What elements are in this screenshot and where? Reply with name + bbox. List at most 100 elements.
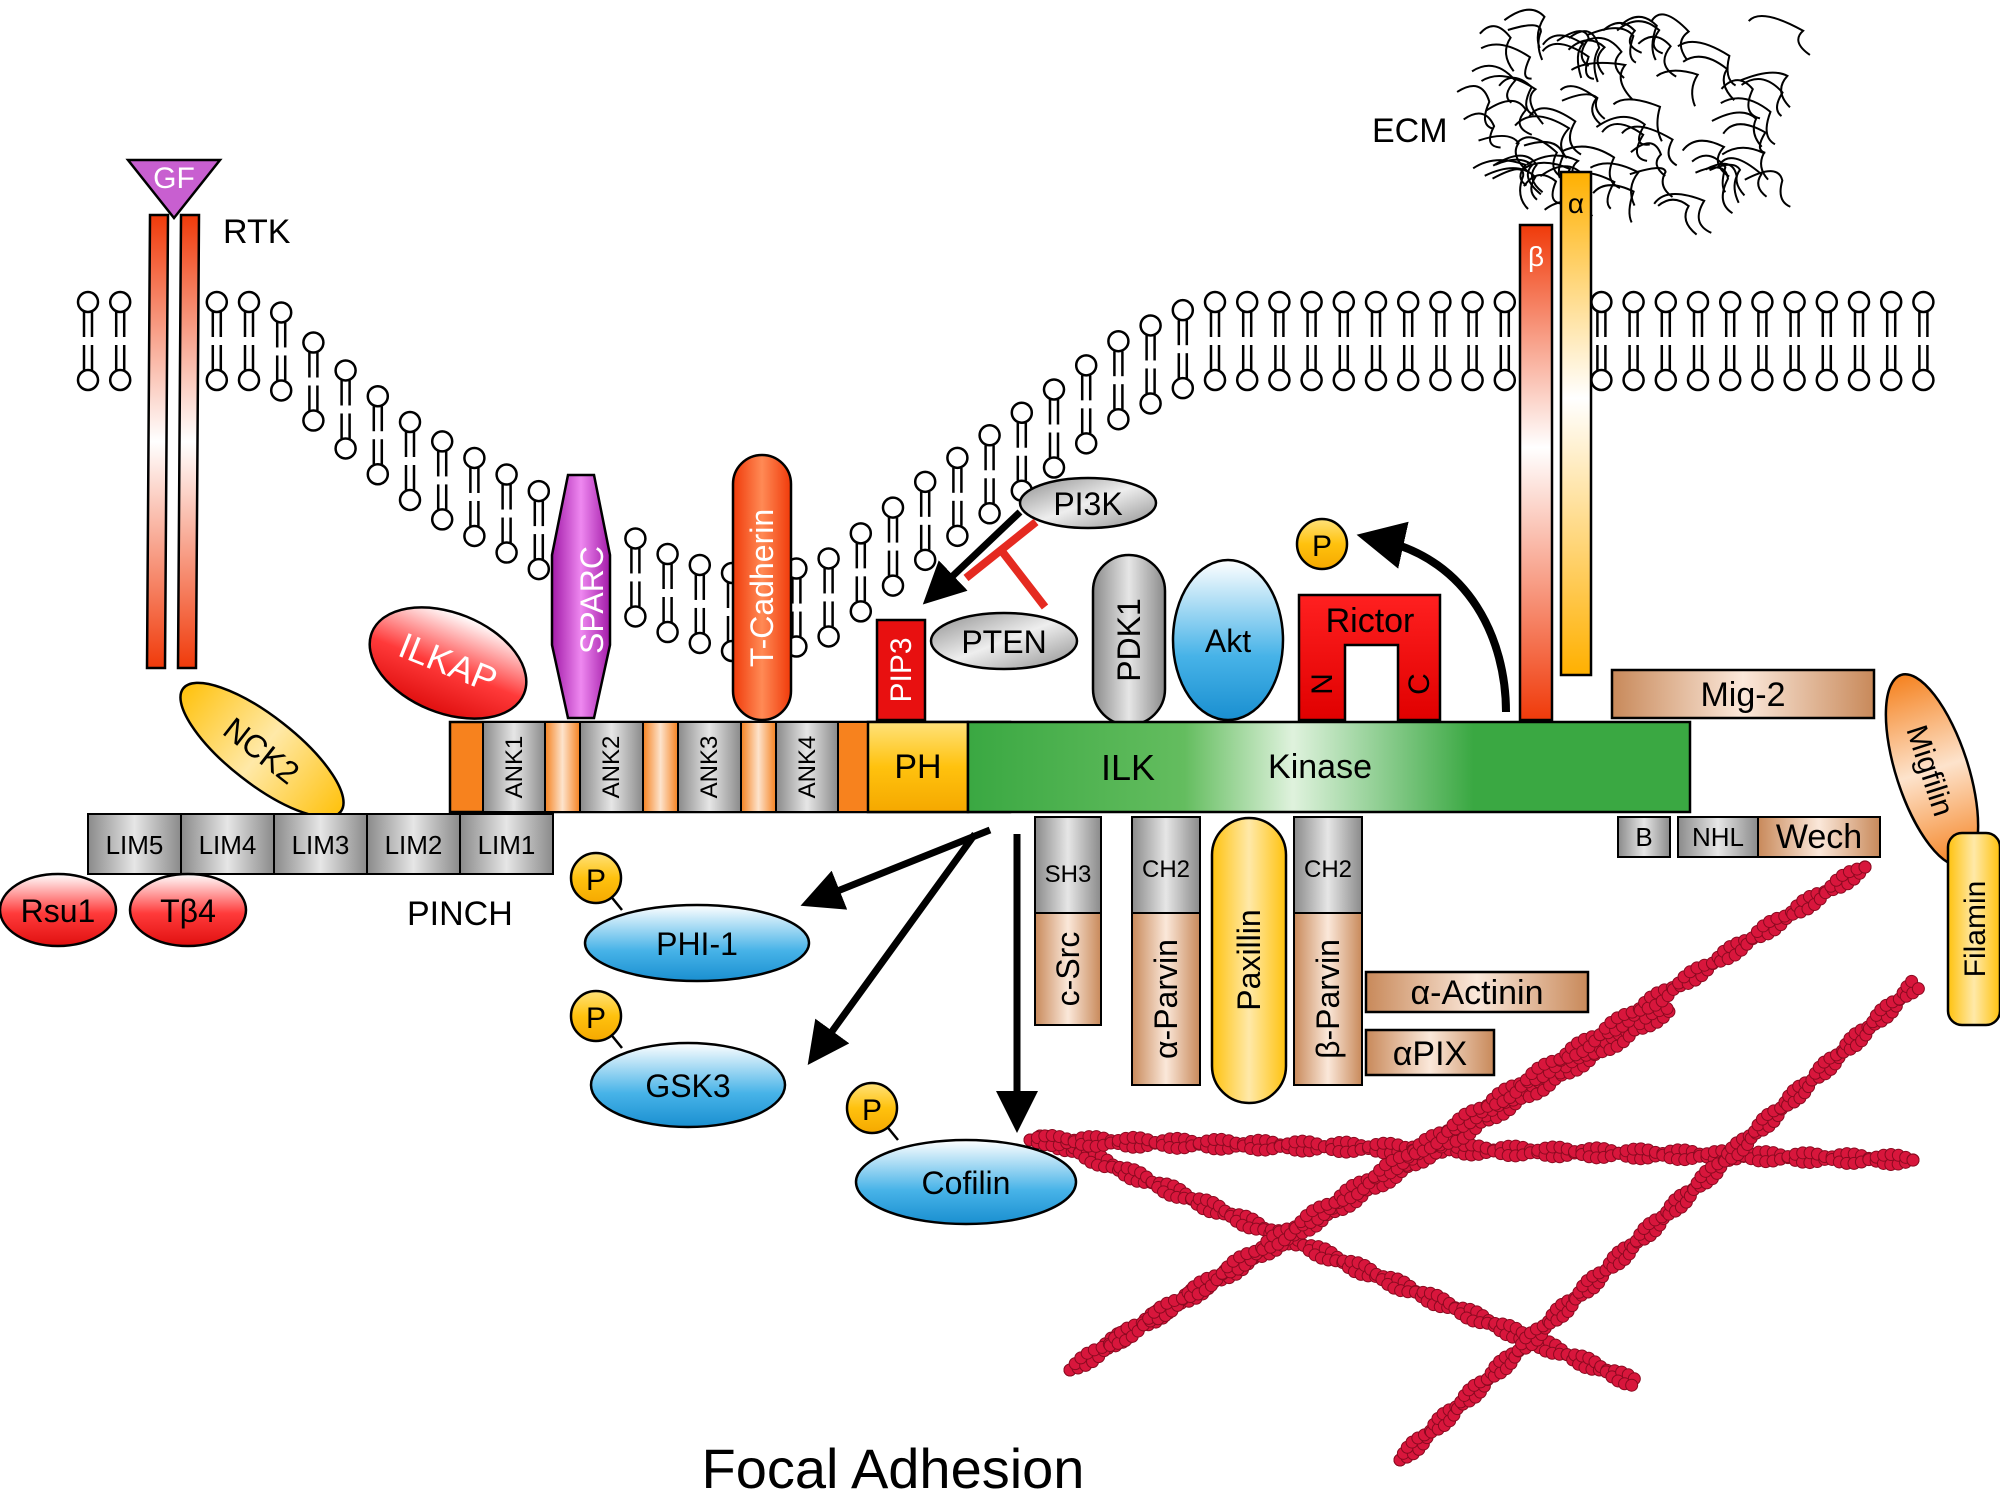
phospholipid xyxy=(1396,290,1420,392)
ecm-fiber xyxy=(1515,136,1564,179)
ecm-fiber xyxy=(1471,64,1517,104)
svg-text:PTEN: PTEN xyxy=(961,624,1046,660)
phospholipid xyxy=(463,446,486,548)
phi1-phospho-icon xyxy=(569,851,623,905)
phospholipid xyxy=(334,359,357,460)
ecm-fiber xyxy=(1478,135,1528,172)
svg-text:PDK1: PDK1 xyxy=(1111,598,1147,682)
ecm-fiber xyxy=(1711,111,1763,148)
svg-text:P: P xyxy=(586,1002,606,1035)
actin-filament xyxy=(1063,860,1872,1377)
ecm-fiber xyxy=(1695,166,1734,215)
actin-filament xyxy=(1033,1129,1641,1392)
gf-label: GF xyxy=(153,162,195,195)
phospholipid xyxy=(849,522,873,623)
svg-text:PIP3: PIP3 xyxy=(885,637,918,702)
ecm-fiber xyxy=(1580,36,1625,79)
phospholipid xyxy=(688,553,712,655)
svg-text:SH3: SH3 xyxy=(1045,861,1092,888)
lim-domain-label: LIM3 xyxy=(292,830,350,860)
integrin-beta-label: β xyxy=(1528,241,1544,272)
akt-protein: Akt xyxy=(1171,558,1285,722)
svg-text:N: N xyxy=(1306,673,1339,695)
filamin-protein: Filamin xyxy=(1946,831,2000,1027)
phospholipid xyxy=(1042,378,1066,479)
phospholipid xyxy=(881,496,905,597)
svg-text:CH2: CH2 xyxy=(1142,856,1190,883)
ph-domain-label: PH xyxy=(894,748,941,786)
phospholipid xyxy=(978,424,1001,525)
ecm-fiber xyxy=(1682,55,1735,101)
ecm-fiber xyxy=(1541,43,1595,80)
phospholipid xyxy=(1074,354,1098,455)
cofilin-protein: P Cofilin xyxy=(845,1081,1078,1226)
ecm-fiber xyxy=(1653,193,1712,234)
ecm-fiber xyxy=(1657,198,1698,236)
phospholipid xyxy=(624,527,647,628)
ank4-label: ANK4 xyxy=(794,736,821,799)
phospholipid xyxy=(269,301,293,402)
ecm-fiber xyxy=(1479,25,1515,72)
phospholipid xyxy=(1783,290,1806,392)
ecm-fiber xyxy=(1616,20,1664,55)
phospholipid xyxy=(302,331,325,432)
phospholipid xyxy=(398,410,422,512)
phospholipid xyxy=(1429,290,1452,392)
svg-text:Rsu1: Rsu1 xyxy=(21,893,96,929)
rictor-protein: Rictor N C xyxy=(1297,593,1442,722)
t-cadherin-protein: T-Cadherin xyxy=(731,453,793,722)
phospholipid xyxy=(1010,401,1034,502)
ilkap-protein: ILKAP xyxy=(368,606,528,720)
svg-text:SPARC: SPARC xyxy=(574,546,610,654)
phospholipid xyxy=(1268,290,1291,392)
ecm-fiber xyxy=(1485,99,1533,136)
ecm-fiber xyxy=(1602,21,1643,54)
svg-text:Wech: Wech xyxy=(1776,818,1862,856)
phospholipid xyxy=(1203,290,1227,392)
ecm-fiber xyxy=(1498,76,1535,116)
beta-parvin-protein: CH2 β-Parvin xyxy=(1293,816,1363,1086)
svg-text:P: P xyxy=(862,1094,882,1127)
ecm-fiber xyxy=(1523,174,1564,205)
phospholipid xyxy=(1139,314,1162,415)
ecm-fiber xyxy=(1595,115,1650,146)
integrin-receptor: β α ECM xyxy=(1372,112,1593,722)
svg-text:B: B xyxy=(1635,822,1652,852)
akt-phospho-icon: P xyxy=(1295,517,1349,571)
ecm-fiber xyxy=(1484,167,1538,201)
phospholipid xyxy=(1590,290,1613,392)
ank3-label: ANK3 xyxy=(696,736,723,799)
rtk-label: RTK xyxy=(223,213,291,251)
ecm-fiber xyxy=(1523,140,1565,179)
lim-domain xyxy=(87,813,182,875)
phospholipid xyxy=(1493,290,1517,392)
ecm-fiber xyxy=(1592,184,1635,223)
pten-protein: PTEN xyxy=(929,611,1079,671)
pi3k-protein: PI3K xyxy=(1018,476,1158,530)
ecm-fiber xyxy=(1655,69,1700,107)
paxillin-protein: Paxillin xyxy=(1210,816,1288,1105)
gsk3-protein: P GSK3 xyxy=(569,989,787,1129)
phospholipid xyxy=(1332,290,1356,392)
alpha-pix-protein: αPIX xyxy=(1364,1028,1496,1077)
phospholipid xyxy=(1912,290,1935,392)
svg-text:GSK3: GSK3 xyxy=(645,1068,730,1104)
svg-text:Rictor: Rictor xyxy=(1326,602,1415,640)
ecm-fiber xyxy=(1507,24,1544,61)
ecm-fiber xyxy=(1720,79,1761,120)
ecm-fibers xyxy=(1456,8,1811,241)
phospholipid xyxy=(1879,290,1903,392)
ecm-fiber xyxy=(1620,15,1658,61)
ank2-label: ANK2 xyxy=(598,736,625,799)
phospholipid xyxy=(366,384,390,486)
ecm-fiber xyxy=(1492,154,1544,194)
phospholipid xyxy=(1686,290,1710,392)
lim-domain xyxy=(180,813,275,875)
phi1-protein: P PHI-1 xyxy=(569,851,811,983)
pten-inhibition-icon xyxy=(963,518,1049,610)
ecm-fiber xyxy=(1560,145,1621,189)
ecm-fiber xyxy=(1463,112,1501,149)
ecm-fiber xyxy=(1561,93,1606,120)
